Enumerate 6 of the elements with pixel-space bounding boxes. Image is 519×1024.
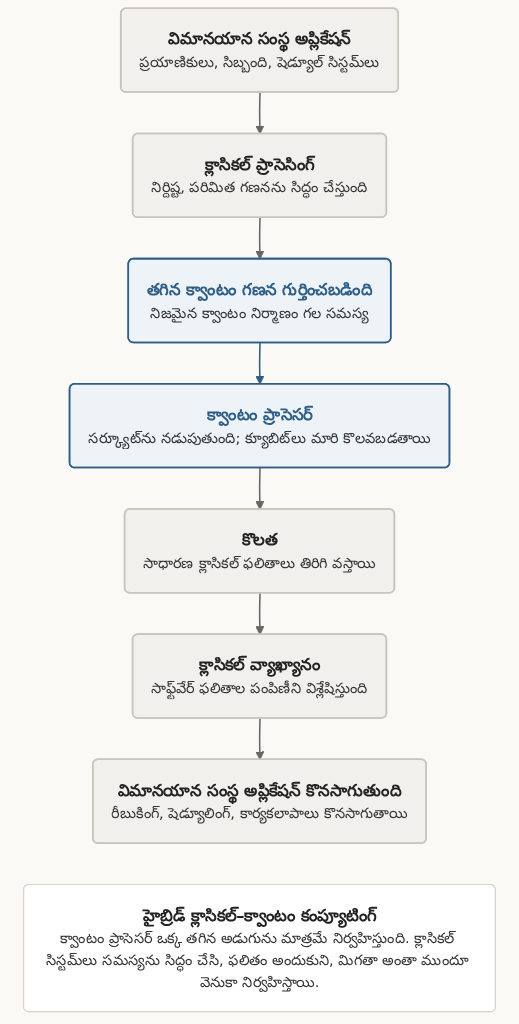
arrow <box>255 217 265 260</box>
arrow <box>255 91 265 135</box>
arrow <box>255 592 265 636</box>
arrow <box>255 342 265 385</box>
arrow <box>255 717 265 761</box>
arrow <box>255 467 265 510</box>
